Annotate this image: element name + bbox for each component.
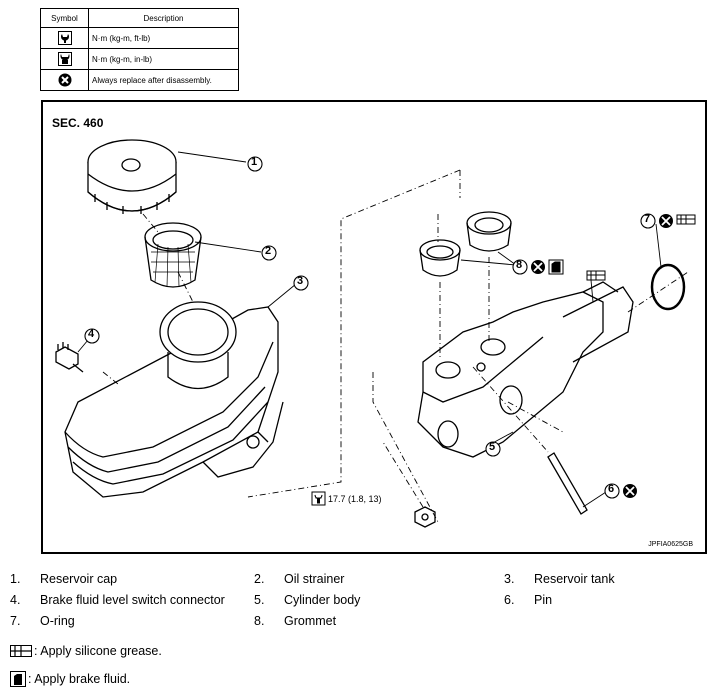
legend-item: 1.Reservoir cap xyxy=(10,572,118,586)
cylinder-body-drawing xyxy=(417,281,634,458)
brake-fluid-icon xyxy=(10,671,26,687)
symbol-row: Always replace after disassembly. xyxy=(40,69,239,91)
legend-item: 6.Pin xyxy=(504,593,553,607)
callout-circles xyxy=(84,156,656,499)
brake-fluid-note: : Apply brake fluid. xyxy=(10,665,162,693)
legend-item: 5.Cylinder body xyxy=(254,593,361,607)
callout-2: 2 xyxy=(265,245,272,257)
symbol-description: N·m (kg-m, in-lb) xyxy=(88,48,239,70)
symbol-row: N·m (kg-m, ft-lb) xyxy=(40,27,239,49)
switch-connector-drawing xyxy=(55,342,84,373)
symbol-header: Symbol xyxy=(40,8,89,28)
callout-6: 6 xyxy=(608,483,615,495)
torque-wrench-small-icon xyxy=(57,52,72,66)
o-ring-drawing xyxy=(650,263,686,311)
reservoir-cap-drawing xyxy=(87,139,177,214)
callout-5: 5 xyxy=(489,441,496,453)
symbol-row: N·m (kg-m, in-lb) xyxy=(40,48,239,70)
exploded-view-drawing xyxy=(55,139,696,528)
legend-item: 8.Grommet xyxy=(254,614,337,628)
bolt-drawing xyxy=(414,506,436,528)
callout-7: 7 xyxy=(644,213,651,225)
callout-3: 3 xyxy=(297,275,304,287)
silicone-note: : Apply silicone grease. xyxy=(10,637,162,665)
legend-item: 7.O-ring xyxy=(10,614,75,628)
torque-wrench-icon xyxy=(57,31,72,45)
description-header: Description xyxy=(88,8,239,28)
silicone-grease-icon xyxy=(10,645,32,657)
symbol-table-header: Symbol Description xyxy=(40,8,239,28)
figure-code: JPFIA0625GB xyxy=(648,541,693,548)
legend-item: 4.Brake fluid level switch connector xyxy=(10,593,225,607)
always-replace-icon xyxy=(58,73,71,87)
grommets-drawing xyxy=(419,211,512,277)
torque-value: 17.7 (1.8, 13) xyxy=(328,494,382,504)
pin-drawing xyxy=(547,452,588,515)
always-replace-icon xyxy=(531,214,673,498)
exploded-view-figure: SEC. 460 17.7 (1.8, 13) JPFIA0625GB 1 2 … xyxy=(41,100,707,554)
brake-fluid-icon xyxy=(548,259,564,275)
notes: : Apply silicone grease. : Apply brake f… xyxy=(10,637,162,693)
silicone-grease-icon xyxy=(586,214,696,281)
reservoir-tank-drawing xyxy=(64,301,284,498)
oil-strainer-drawing xyxy=(144,222,202,288)
symbol-description: N·m (kg-m, ft-lb) xyxy=(88,27,239,49)
torque-wrench-icon xyxy=(311,491,326,506)
symbol-description: Always replace after disassembly. xyxy=(88,69,239,91)
callout-4: 4 xyxy=(88,328,95,340)
callout-1: 1 xyxy=(251,156,258,168)
callout-8: 8 xyxy=(516,259,523,271)
legend-item: 2.Oil strainer xyxy=(254,572,345,586)
legend-item: 3.Reservoir tank xyxy=(504,572,615,586)
symbol-table: Symbol Description N·m (kg-m, ft-lb) N·m… xyxy=(40,8,239,91)
section-label: SEC. 460 xyxy=(52,116,104,130)
